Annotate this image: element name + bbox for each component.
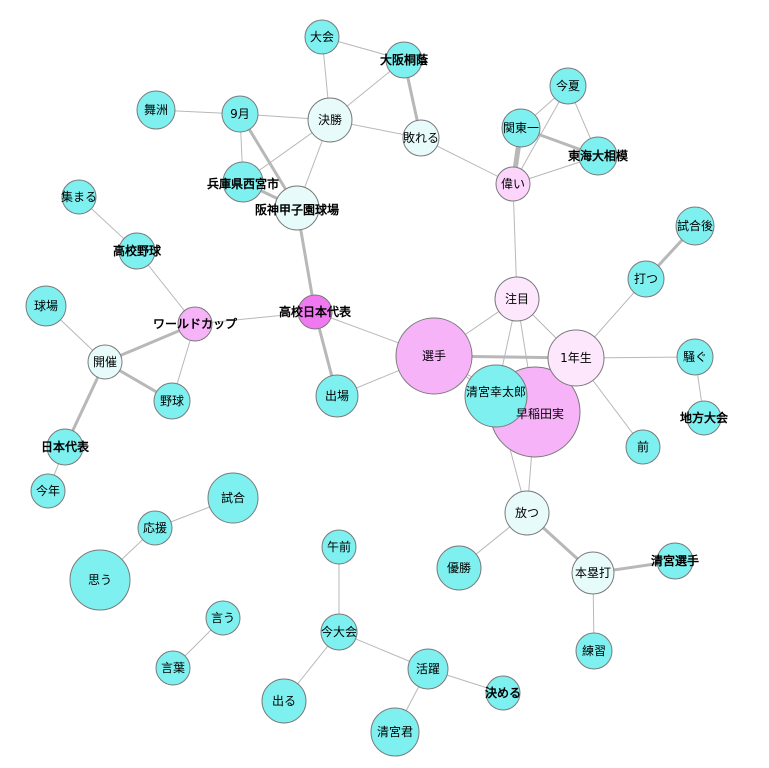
node-label-sawagu: 騒ぐ: [683, 350, 707, 364]
node-kiyomiya_kotaro: [464, 364, 528, 428]
node-shutsujo: [315, 374, 359, 418]
node-label-hanatsu: 放つ: [515, 505, 539, 520]
node-kaisai: [87, 344, 123, 380]
node-label-yabureru: 敗れる: [403, 130, 439, 145]
node-hyogo: [222, 161, 264, 203]
node-label-utsu: 打つ: [634, 272, 658, 286]
node-kiyomiya_senshu: [656, 542, 694, 580]
node-label-yusho: 優勝: [447, 560, 471, 575]
node-label-kugatsu: 9月: [230, 107, 250, 121]
node-label-kimeru: 決める: [485, 685, 521, 700]
node-nihon_daihyo: [46, 428, 84, 466]
node-chiho_taikai: [686, 400, 722, 436]
node-kanto: [501, 108, 541, 148]
node-label-hyogo: 兵庫県西宮市: [207, 176, 279, 191]
node-label-homerun: 本塁打: [575, 566, 611, 580]
node-maishu: [136, 90, 176, 130]
node-world_cup: [177, 306, 213, 342]
node-label-iu: 言う: [211, 611, 235, 625]
node-label-atsumaru: 集まる: [61, 189, 97, 204]
node-gozen: [321, 529, 357, 565]
node-label-chiho_taikai: 地方大会: [680, 410, 729, 425]
node-kessho: [307, 97, 353, 143]
node-kyujo: [25, 285, 67, 327]
node-label-konnen: 今年: [36, 483, 60, 498]
node-label-erai: 偉い: [501, 177, 525, 191]
node-label-renshu: 練習: [582, 644, 606, 658]
node-label-shiai: 試合: [221, 490, 245, 505]
node-label-gozen: 午前: [327, 539, 351, 554]
node-label-katsuyaku: 活躍: [416, 662, 440, 676]
node-iu: [205, 600, 241, 636]
node-label-kaisai: 開催: [93, 355, 117, 369]
node-label-kyujo: 球場: [34, 299, 58, 313]
node-label-maishu: 舞洲: [144, 103, 168, 117]
node-erai: [495, 166, 531, 202]
node-kotoba: [155, 650, 191, 686]
node-label-deru: 出る: [272, 694, 296, 708]
node-label-shiai_go: 試合後: [677, 218, 713, 233]
node-kiyomiya_kun: [370, 707, 420, 757]
node-label-world_cup: ワールドカップ: [153, 316, 238, 331]
node-label-shutsujo: 出場: [325, 389, 349, 403]
node-omou: [69, 549, 131, 611]
node-label-oen: 応援: [143, 521, 167, 535]
node-label-kiyomiya_senshu: 清宮選手: [651, 553, 699, 568]
node-kon_taikai: [320, 613, 358, 651]
node-senshu: [395, 317, 473, 395]
node-konnen: [30, 473, 66, 509]
node-label-chumoku: 注目: [505, 291, 529, 306]
node-yabureru: [402, 119, 440, 157]
node-yusho: [436, 545, 482, 591]
node-koko_yakyu: [118, 232, 156, 270]
node-kimeru: [485, 675, 521, 711]
node-label-senshu: 選手: [422, 349, 446, 363]
node-label-kon_taikai: 今大会: [321, 624, 357, 639]
node-label-koshien: 阪神甲子園球場: [255, 202, 339, 217]
node-label-kotoba: 言葉: [161, 661, 185, 675]
node-chumoku: [494, 276, 540, 322]
node-shiai: [207, 472, 259, 524]
node-oen: [137, 510, 173, 546]
node-deru: [261, 678, 307, 724]
node-ichinensei: [547, 329, 605, 387]
node-label-taikai: 大会: [310, 30, 334, 44]
node-label-yakyu: 野球: [160, 394, 184, 408]
node-hanatsu: [504, 490, 550, 536]
node-label-osaka_toin: 大阪桐蔭: [380, 52, 429, 67]
node-kugatsu: [221, 95, 259, 133]
node-koko_japan: [297, 294, 333, 330]
node-renshu: [575, 632, 613, 670]
node-label-tokai: 東海大相模: [568, 148, 629, 163]
node-label-ichinensei: 1年生: [560, 351, 592, 365]
node-taikai: [304, 19, 340, 55]
node-utsu: [627, 260, 665, 298]
node-tokai: [578, 136, 618, 176]
edge-world_cup-koko_japan: [194, 311, 316, 325]
node-sawagu: [676, 338, 714, 376]
node-label-nihon_daihyo: 日本代表: [41, 439, 90, 454]
node-layer: [25, 19, 722, 757]
node-atsumaru: [61, 179, 97, 215]
node-label-kanto: 関東一: [503, 121, 539, 135]
node-label-omou: 思う: [88, 573, 112, 587]
node-label-waseda: 早稲田実: [516, 406, 564, 421]
node-osaka_toin: [385, 41, 423, 79]
node-label-konka: 今夏: [556, 78, 580, 93]
node-label-kiyomiya_kotaro: 清宮幸太郎: [466, 384, 526, 399]
node-label-koko_japan: 高校日本代表: [279, 304, 352, 319]
node-label-mae: 前: [637, 439, 649, 454]
node-homerun: [571, 551, 615, 595]
node-yakyu: [153, 382, 191, 420]
node-label-kessho: 決勝: [318, 112, 342, 127]
node-katsuyaku: [407, 648, 449, 690]
node-koshien: [274, 185, 320, 231]
node-mae: [625, 429, 661, 465]
node-label-koko_yakyu: 高校野球: [113, 243, 162, 258]
node-label-kiyomiya_kun: 清宮君: [377, 724, 413, 739]
node-konka: [549, 67, 587, 105]
node-shiai_go: [675, 206, 715, 246]
